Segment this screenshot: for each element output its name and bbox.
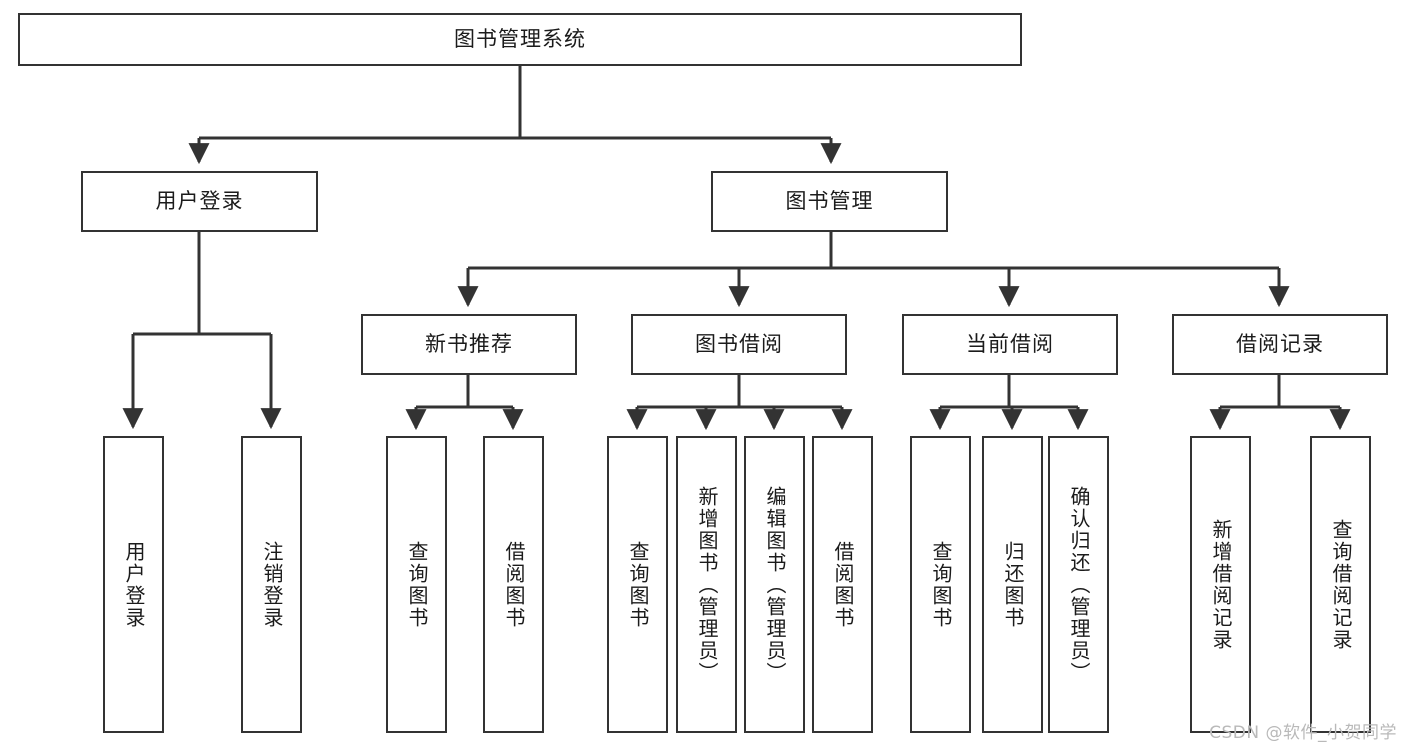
node-leaf-borrow-book-1[interactable]: 借阅图书 bbox=[483, 436, 544, 733]
node-leaf-confirm-return-admin[interactable]: 确认归还（管理员） bbox=[1048, 436, 1109, 733]
node-new-book-recommend[interactable]: 新书推荐 bbox=[361, 314, 577, 375]
csdn-watermark: CSDN @软件_小贺同学 bbox=[1209, 723, 1397, 743]
node-book-management[interactable]: 图书管理 bbox=[711, 171, 948, 232]
node-leaf-query-book-3-label: 查询图书 bbox=[929, 540, 953, 629]
node-leaf-user-login-label: 用户登录 bbox=[122, 540, 146, 629]
node-leaf-confirm-return-admin-label: 确认归还（管理员） bbox=[1067, 485, 1091, 684]
node-user-login-label: 用户登录 bbox=[155, 188, 244, 213]
node-book-borrow-label: 图书借阅 bbox=[695, 331, 783, 356]
node-leaf-user-login[interactable]: 用户登录 bbox=[103, 436, 164, 733]
node-root[interactable]: 图书管理系统 bbox=[18, 13, 1022, 66]
node-current-borrow-label: 当前借阅 bbox=[966, 331, 1054, 356]
node-leaf-logout[interactable]: 注销登录 bbox=[241, 436, 302, 733]
node-leaf-query-book-1[interactable]: 查询图书 bbox=[386, 436, 447, 733]
node-book-management-label: 图书管理 bbox=[785, 188, 874, 213]
node-leaf-borrow-book-2[interactable]: 借阅图书 bbox=[812, 436, 873, 733]
node-leaf-add-borrow-record-label: 新增借阅记录 bbox=[1209, 518, 1233, 651]
node-leaf-return-book[interactable]: 归还图书 bbox=[982, 436, 1043, 733]
node-new-book-recommend-label: 新书推荐 bbox=[425, 331, 513, 356]
node-leaf-add-book-admin-label: 新增图书（管理员） bbox=[695, 485, 719, 684]
node-book-borrow[interactable]: 图书借阅 bbox=[631, 314, 847, 375]
node-leaf-query-borrow-record-label: 查询借阅记录 bbox=[1329, 518, 1353, 651]
node-root-label: 图书管理系统 bbox=[454, 26, 586, 51]
node-leaf-query-book-3[interactable]: 查询图书 bbox=[910, 436, 971, 733]
node-borrow-record[interactable]: 借阅记录 bbox=[1172, 314, 1388, 375]
node-leaf-edit-book-admin[interactable]: 编辑图书（管理员） bbox=[744, 436, 805, 733]
node-current-borrow[interactable]: 当前借阅 bbox=[902, 314, 1118, 375]
node-leaf-borrow-book-2-label: 借阅图书 bbox=[831, 540, 855, 629]
node-borrow-record-label: 借阅记录 bbox=[1236, 331, 1324, 356]
node-leaf-query-borrow-record[interactable]: 查询借阅记录 bbox=[1310, 436, 1371, 733]
node-leaf-borrow-book-1-label: 借阅图书 bbox=[502, 540, 526, 629]
node-leaf-query-book-1-label: 查询图书 bbox=[405, 540, 429, 629]
node-leaf-add-book-admin[interactable]: 新增图书（管理员） bbox=[676, 436, 737, 733]
node-leaf-edit-book-admin-label: 编辑图书（管理员） bbox=[763, 485, 787, 684]
node-leaf-query-book-2[interactable]: 查询图书 bbox=[607, 436, 668, 733]
node-leaf-add-borrow-record[interactable]: 新增借阅记录 bbox=[1190, 436, 1251, 733]
node-leaf-query-book-2-label: 查询图书 bbox=[626, 540, 650, 629]
node-leaf-logout-label: 注销登录 bbox=[260, 540, 284, 629]
node-user-login[interactable]: 用户登录 bbox=[81, 171, 318, 232]
node-leaf-return-book-label: 归还图书 bbox=[1001, 540, 1025, 629]
